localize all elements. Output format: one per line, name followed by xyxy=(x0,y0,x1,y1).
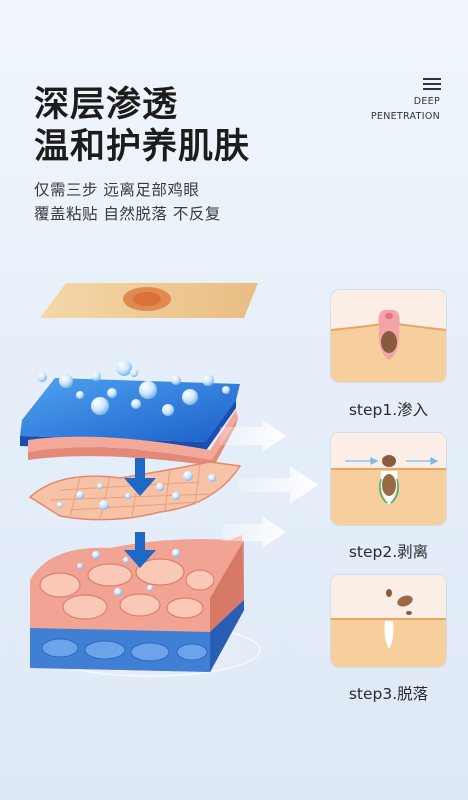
english-label-penetration: PENETRATION xyxy=(370,111,440,122)
step1-label: step1.渗入 xyxy=(348,401,429,419)
subtitle-line2: 覆盖粘贴 自然脱落 不反复 xyxy=(34,205,221,223)
deep-tissue-block xyxy=(30,535,244,672)
page-title: 深层渗透 xyxy=(34,85,179,125)
plaster-patch xyxy=(40,283,258,318)
step3-label: step3.脱落 xyxy=(348,685,429,703)
skin-layers-illustration xyxy=(0,283,318,690)
step3-panel xyxy=(331,575,446,667)
page-title-line2: 温和护养肌肤 xyxy=(34,127,251,167)
step1-panel xyxy=(331,290,446,382)
gel-layer xyxy=(20,378,240,466)
middle-tissue-layer xyxy=(28,461,242,521)
right-arrow-icon xyxy=(220,419,318,548)
menu-icon[interactable] xyxy=(423,78,441,93)
bubbles xyxy=(37,360,230,416)
english-label-deep: DEEP xyxy=(413,96,440,107)
step2-label: step2.剥离 xyxy=(348,543,429,561)
subtitle-line1: 仅需三步 远离足部鸡眼 xyxy=(34,181,200,199)
down-arrow-icon xyxy=(124,458,156,568)
step2-panel xyxy=(331,433,446,525)
